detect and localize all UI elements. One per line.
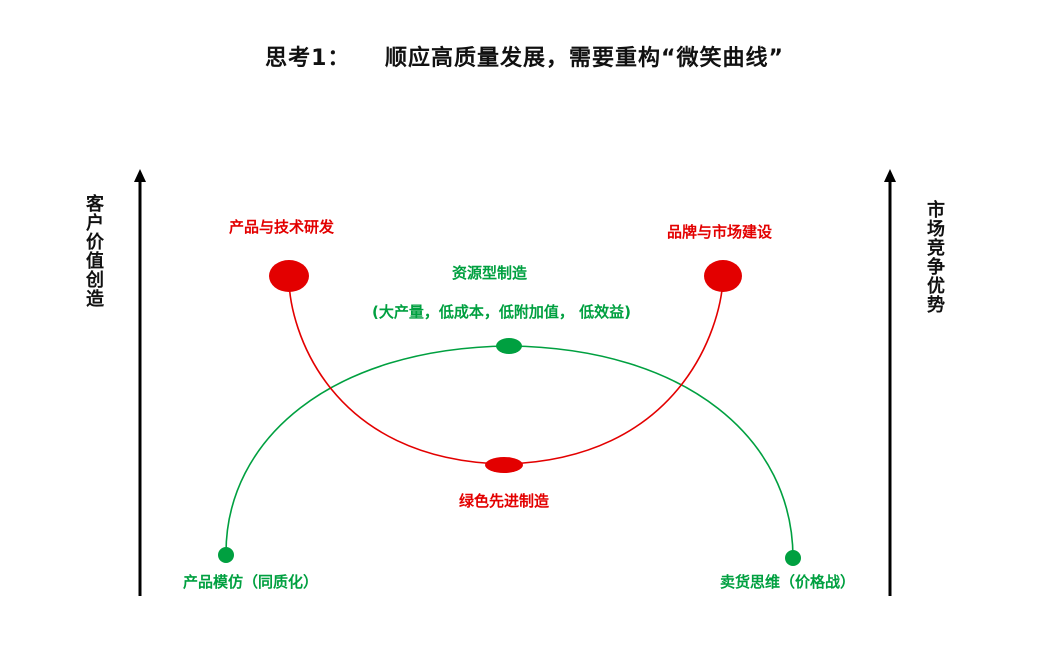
- left-axis: [134, 169, 146, 596]
- label-product-rd: 产品与技术研发: [229, 218, 335, 236]
- label-green-mfg: 绿色先进制造: [459, 492, 550, 510]
- node-product-rd: [269, 260, 309, 292]
- label-resource-mfg: 资源型制造: [452, 264, 528, 282]
- node-imitation: [218, 547, 234, 563]
- right-axis-label: 市场竞争优势: [924, 200, 945, 314]
- label-selling: 卖货思维（价格战）: [720, 573, 856, 591]
- page-title: 思考1： 顺应高质量发展，需要重构“微笑曲线”: [265, 46, 784, 71]
- node-green-mfg: [485, 457, 523, 473]
- label-imitation: 产品模仿（同质化）: [183, 573, 319, 591]
- left-axis-label: 客户价值创造: [83, 194, 104, 308]
- label-resource-mfg-detail: (大产量，低成本，低附加值， 低效益): [372, 303, 631, 321]
- node-resource-mfg: [496, 338, 522, 354]
- green-curve: [225, 345, 794, 559]
- right-axis-arrow-icon: [884, 169, 896, 182]
- right-axis: [884, 169, 896, 596]
- node-brand-market: [704, 260, 742, 292]
- node-selling: [785, 550, 801, 566]
- left-axis-arrow-icon: [134, 169, 146, 182]
- label-brand-market: 品牌与市场建设: [667, 223, 773, 241]
